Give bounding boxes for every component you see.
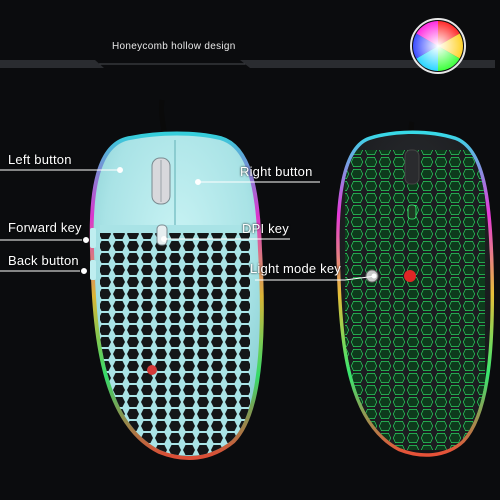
mint-back-button: [90, 260, 96, 280]
label-right-button: Right button: [240, 164, 313, 179]
label-forward-key: Forward key: [8, 220, 82, 235]
label-left-button: Left button: [8, 152, 72, 167]
label-dpi-key: DPI key: [242, 221, 289, 236]
mint-forward-key: [90, 228, 96, 248]
callout-lines: [0, 167, 377, 281]
black-scroll-wheel: [404, 149, 420, 185]
banner-title: Honeycomb hollow design: [112, 41, 236, 52]
mint-mouse: [89, 131, 264, 460]
label-light-mode-key: Light mode key: [250, 261, 341, 276]
rgb-color-wheel-icon: [410, 18, 466, 74]
black-mouse: [336, 130, 495, 457]
label-back-button: Back button: [8, 253, 79, 268]
mint-dpi-button: [156, 224, 168, 246]
black-dpi-button: [407, 204, 417, 220]
